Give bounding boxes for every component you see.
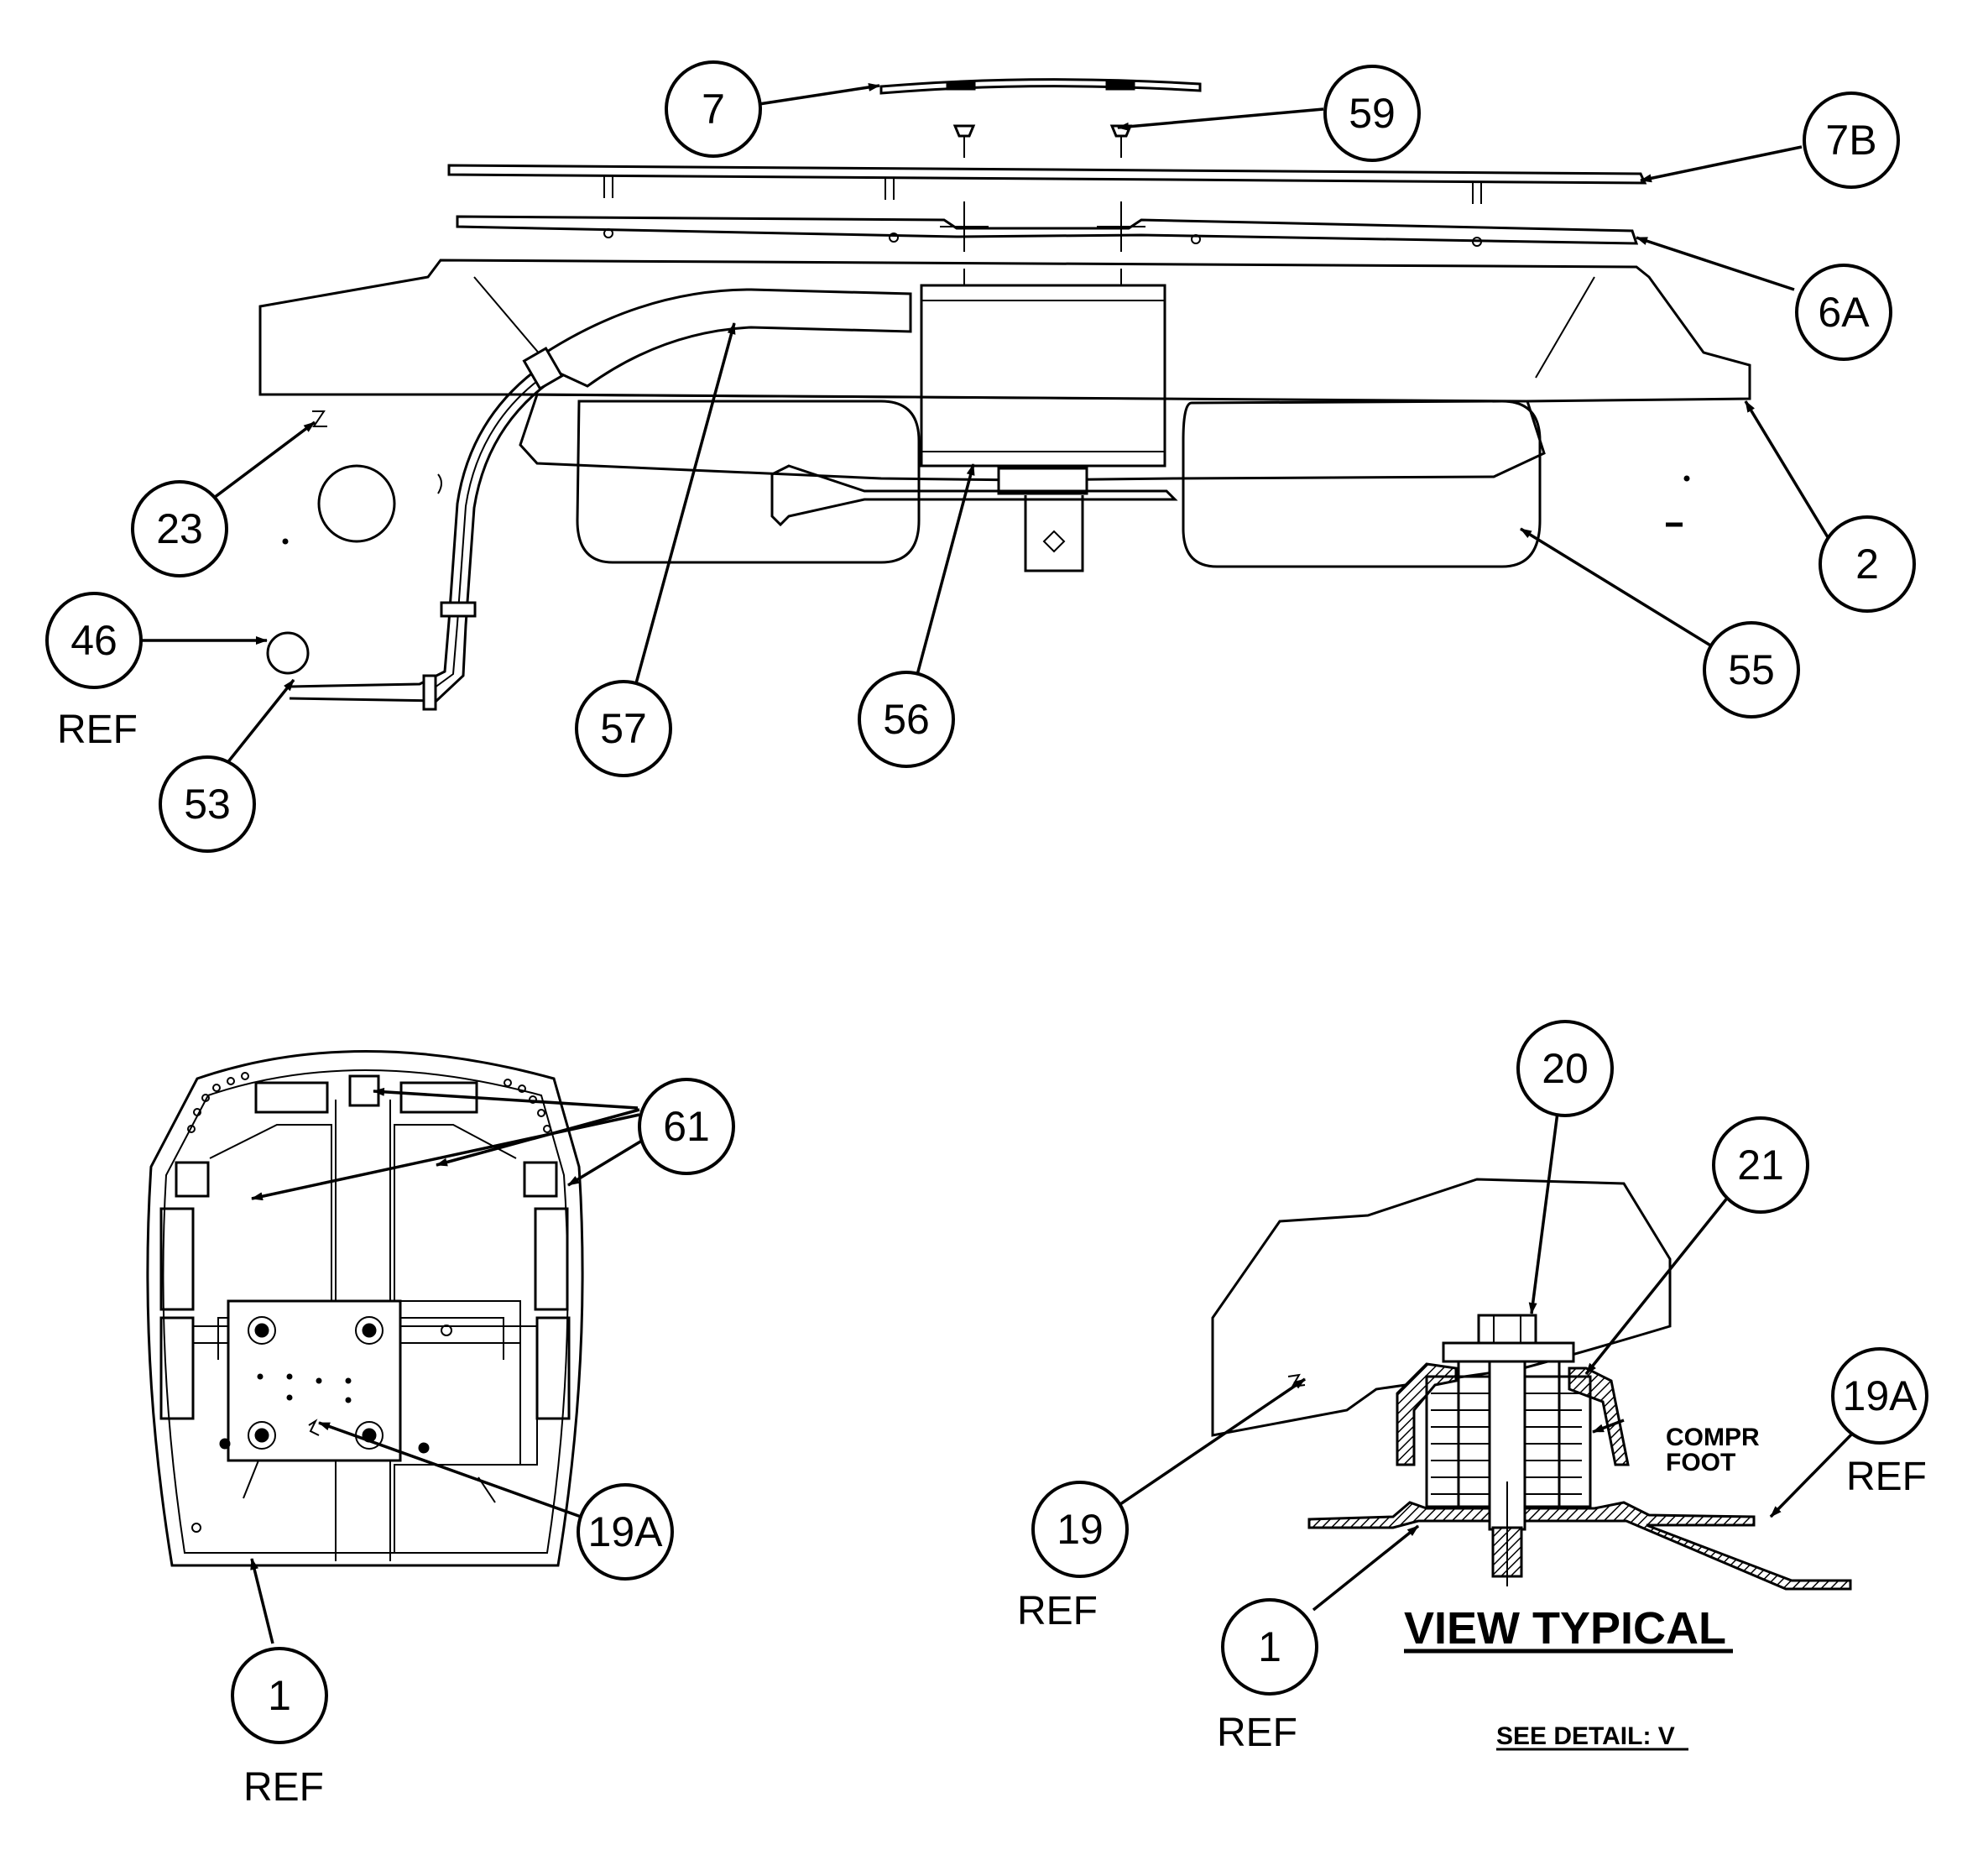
top-assembly bbox=[258, 78, 1751, 711]
balloon-46: 46 bbox=[45, 592, 143, 689]
balloon-23-text: 23 bbox=[156, 505, 203, 552]
balloon-7: 7 bbox=[665, 60, 762, 158]
part-2-base-pan bbox=[258, 259, 1751, 543]
balloon-1-right-text: 1 bbox=[1258, 1623, 1281, 1670]
view-typical-title: VIEW TYPICAL bbox=[1404, 1603, 1726, 1654]
part-59-fasteners bbox=[952, 124, 1133, 158]
balloon-19a-right: 19A bbox=[1831, 1347, 1928, 1445]
detail-view-v bbox=[1211, 1178, 1852, 1751]
compr-foot-label-line2: FOOT bbox=[1666, 1449, 1735, 1476]
leader-arrows bbox=[107, 83, 1860, 1644]
balloon-19a-left: 19A bbox=[577, 1483, 674, 1581]
balloon-21: 21 bbox=[1712, 1116, 1809, 1214]
balloon-19-text: 19 bbox=[1057, 1506, 1104, 1553]
balloon-61: 61 bbox=[638, 1078, 735, 1175]
part-7b-rail bbox=[447, 164, 1647, 204]
balloon-46-text: 46 bbox=[70, 617, 117, 664]
balloon-2: 2 bbox=[1819, 515, 1916, 613]
balloon-1-left-text: 1 bbox=[268, 1672, 291, 1719]
part-46-circle bbox=[266, 631, 310, 675]
balloon-21-text: 21 bbox=[1737, 1142, 1784, 1189]
ref-label-1-left: REF bbox=[243, 1765, 324, 1810]
balloon-7b: 7B bbox=[1803, 91, 1900, 189]
balloon-61-text: 61 bbox=[663, 1103, 710, 1150]
balloon-2-text: 2 bbox=[1855, 541, 1879, 588]
see-detail-note: SEE DETAIL: V bbox=[1496, 1722, 1675, 1750]
balloon-6a: 6A bbox=[1795, 264, 1892, 361]
balloon-20: 20 bbox=[1516, 1020, 1614, 1117]
balloon-7b-text: 7B bbox=[1825, 117, 1876, 164]
part-55-tanks bbox=[576, 400, 1542, 568]
balloon-1-left: 1 bbox=[231, 1647, 328, 1744]
balloon-56-text: 56 bbox=[883, 696, 930, 743]
ref-mark-23 bbox=[312, 410, 327, 427]
balloon-1-right: 1 bbox=[1221, 1598, 1318, 1696]
perforation-dots bbox=[187, 1072, 551, 1133]
balloon-7-text: 7 bbox=[702, 86, 725, 133]
balloon-19a-left-text: 19A bbox=[588, 1508, 664, 1555]
base-top-view bbox=[146, 1050, 584, 1567]
balloon-57: 57 bbox=[575, 680, 672, 777]
part-56-center-box bbox=[920, 284, 1166, 572]
part-57-duct bbox=[530, 288, 912, 388]
wire-harness bbox=[289, 346, 564, 711]
compr-foot-label-line1: COMPR bbox=[1666, 1424, 1760, 1451]
balloon-55-text: 55 bbox=[1728, 646, 1775, 693]
balloon-23: 23 bbox=[131, 480, 228, 577]
dot bbox=[1683, 475, 1690, 482]
part-6a-plate bbox=[456, 201, 1639, 285]
balloon-59: 59 bbox=[1323, 65, 1421, 162]
balloon-56: 56 bbox=[858, 671, 955, 768]
balloon-59-text: 59 bbox=[1349, 90, 1396, 137]
ref-label-46: REF bbox=[57, 708, 138, 752]
balloon-19a-right-text: 19A bbox=[1843, 1372, 1918, 1419]
part-7-cover bbox=[879, 78, 1202, 95]
ref-label-19a: REF bbox=[1846, 1455, 1927, 1499]
ref-label-19: REF bbox=[1017, 1589, 1098, 1633]
balloon-19: 19 bbox=[1031, 1481, 1129, 1578]
balloon-20-text: 20 bbox=[1542, 1045, 1589, 1092]
balloon-6a-text: 6A bbox=[1818, 289, 1870, 336]
dot bbox=[282, 538, 289, 545]
ref-label-1-right: REF bbox=[1217, 1711, 1297, 1755]
balloon-55: 55 bbox=[1703, 621, 1800, 719]
balloon-53-text: 53 bbox=[184, 781, 231, 828]
balloon-53: 53 bbox=[159, 755, 256, 853]
balloon-57-text: 57 bbox=[600, 705, 647, 752]
